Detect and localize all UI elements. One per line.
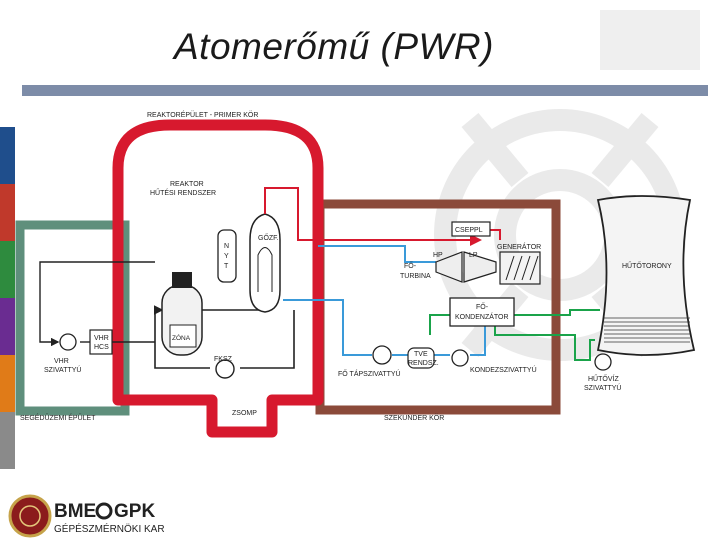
logo-bme: BME: [54, 501, 96, 522]
label-cooling-pump-1: HŰTŐVÍZ: [588, 374, 619, 383]
label-main-condenser-2: KONDENZÁTOR: [455, 312, 509, 321]
label-vhr-hcs-1: VHR: [94, 335, 109, 342]
side-strip-band: [0, 241, 15, 298]
turbine-lp: [463, 251, 497, 283]
label-sump: ZSOMP: [232, 410, 257, 417]
containment-building: [112, 119, 324, 438]
aux-building: [15, 220, 130, 416]
label-aux-building: SEGÉDÜZEMI ÉPÜLET: [20, 413, 96, 422]
generator-coil-icon: [505, 255, 539, 281]
label-cooling-pump-2: SZIVATTYÚ: [584, 383, 621, 392]
primary-loop: [155, 310, 295, 369]
label-condensate-pump: KONDEZSZIVATTYÚ: [470, 365, 537, 374]
logo-gpk: GPK: [114, 501, 155, 522]
label-main-turbine-2: TURBINA: [400, 273, 431, 280]
label-vhr-pump-2: SZIVATTYÚ: [44, 365, 81, 374]
label-hp: HP: [433, 252, 443, 259]
label-main-coolant-pump: FKSZ: [214, 356, 233, 363]
label-pressurizer-y: Y: [224, 253, 229, 260]
label-pressurizer-t: T: [224, 263, 229, 270]
side-strip-band: [0, 298, 15, 355]
label-vhr-pump-1: VHR: [54, 358, 69, 365]
label-pressurizer-n: N: [224, 243, 229, 250]
label-feed-system-2: RENDSZ.: [408, 360, 439, 367]
vhr-heat-exchanger: [89, 329, 113, 355]
feedwater-line: [283, 245, 486, 356]
main-feed-pump-icon: [372, 345, 392, 365]
logo-gear-icon: [95, 502, 113, 520]
label-main-feed-pump: FŐ TÁPSZIVATTYÚ: [338, 369, 401, 378]
label-lp: LP: [469, 252, 478, 259]
label-main-turbine-1: FŐ-: [404, 261, 417, 270]
label-vhr-hcs-2: HCS: [94, 344, 109, 351]
label-secondary-circuit: SZEKUNDER KÖR: [384, 414, 444, 422]
vhr-pump-icon: [59, 333, 77, 351]
label-steam-generator: GŐZF.: [258, 233, 279, 242]
cooling-water-line: [429, 309, 600, 361]
label-main-condenser-1: FŐ-: [476, 302, 489, 311]
aux-loop: [39, 261, 155, 347]
university-seal-icon: [8, 494, 52, 538]
generator-box: [499, 251, 541, 285]
feed-system-box: [407, 347, 435, 369]
side-strip-band: [0, 127, 15, 184]
cooling-pump-icon: [594, 353, 612, 371]
logo-subtitle: GÉPÉSZMÉRNÖKI KAR: [54, 522, 165, 535]
label-reactor-cooling-1: REAKTOR: [170, 181, 204, 188]
slide-title: Atomerőmű (PWR): [174, 26, 494, 67]
side-strip-band: [0, 184, 15, 241]
cooling-tower: [596, 195, 696, 356]
label-reactor-building: REAKTORÉPÜLET - PRIMER KÖR: [147, 110, 258, 119]
side-strip: [0, 127, 15, 469]
moisture-separator: [451, 221, 491, 237]
main-condenser: [449, 297, 515, 327]
label-core: ZÓNA: [172, 333, 191, 342]
pressurizer: [217, 229, 237, 283]
label-cooling-tower: HŰTŐTORONY: [622, 261, 672, 270]
label-generator: GENERÁTOR: [497, 242, 541, 251]
side-strip-band: [0, 355, 15, 412]
main-coolant-pump-icon: [215, 359, 235, 379]
university-logo: BME GPK GÉPÉSZMÉRNÖKI KAR: [8, 494, 165, 538]
side-strip-band: [0, 412, 15, 469]
label-moisture-separator: CSEPPL: [455, 227, 483, 234]
condensate-pump-icon: [451, 349, 469, 367]
label-feed-system-1: TVE: [414, 351, 428, 358]
turbine-hp: [435, 251, 463, 283]
title-rule: [22, 85, 708, 96]
label-reactor-cooling-2: HŰTÉSI RENDSZER: [150, 188, 216, 197]
steam-generator: [249, 213, 281, 313]
cooling-tower-fill: [604, 317, 690, 343]
reactor-vessel: [161, 272, 203, 356]
